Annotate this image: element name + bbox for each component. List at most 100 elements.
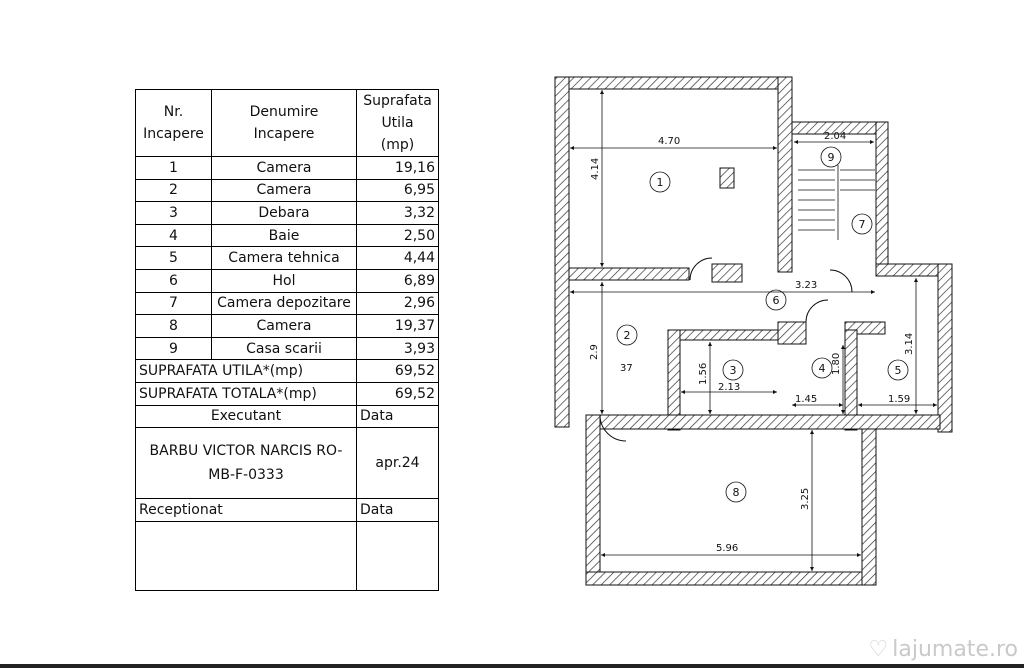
room-number: 8 [733, 486, 740, 499]
row-nr: 3 [135, 201, 212, 225]
executant-row: Executant Data [135, 404, 439, 429]
room-number: 7 [859, 218, 866, 231]
doors [599, 257, 853, 442]
stairs [798, 165, 875, 240]
row-area: 4,44 [356, 246, 439, 270]
door-swing [689, 257, 713, 281]
walls [554, 76, 953, 586]
room-number: 9 [828, 151, 835, 164]
row-area: 2,96 [356, 291, 439, 316]
wall [711, 263, 743, 283]
watermark: ♡ lajumate.ro [869, 637, 1018, 662]
data-label: Data [356, 404, 439, 429]
room-marker [649, 171, 671, 193]
room-number: 3 [730, 364, 737, 377]
row-name: Hol [211, 268, 357, 293]
dim-label: 1.56 [698, 363, 709, 385]
room-number: 2 [624, 329, 631, 342]
heart-logo-icon: ♡ [868, 637, 889, 662]
wall [568, 267, 690, 281]
suprafata-utila-value: 69,52 [356, 359, 439, 383]
row-nr: 9 [135, 336, 212, 361]
wall [679, 329, 781, 341]
wall [585, 571, 877, 586]
dim-label: 5.96 [716, 543, 738, 554]
room-marker [722, 359, 744, 381]
dim-label: 4.14 [590, 158, 601, 180]
wall [777, 76, 793, 273]
room-marker [765, 289, 787, 311]
wall [554, 76, 793, 90]
row-nr: 1 [135, 156, 212, 180]
wall [585, 414, 941, 430]
dim-label: 1.80 [831, 353, 842, 375]
wall [667, 329, 681, 431]
room-marker [725, 481, 747, 503]
row-nr: 5 [135, 246, 212, 270]
row-name: Baie [211, 223, 357, 248]
suprafata-totala-row: SUPRAFATA TOTALA*(mp) 69,52 [135, 381, 439, 406]
row-name: Camera depozitare [211, 291, 357, 316]
dim-label: 4.70 [658, 136, 680, 147]
chimney [719, 167, 735, 189]
dim-label: 3.25 [800, 488, 811, 510]
door-swing [805, 299, 829, 323]
watermark-text: lajumate.ro [892, 637, 1018, 662]
row-nr: 4 [135, 223, 212, 248]
door-swing [599, 414, 627, 442]
dim-label: 1.45 [795, 394, 817, 405]
receptionat-label: Receptionat [135, 498, 357, 522]
dim-label: 37 [620, 363, 633, 374]
dim-label: 2.13 [718, 382, 740, 393]
row-name: Camera [211, 156, 357, 180]
receptionat-date-empty [356, 520, 439, 591]
room-marker [820, 146, 842, 168]
executant-label: Executant [135, 404, 357, 429]
room-marker [811, 357, 833, 379]
wall [861, 428, 877, 586]
dimension-lines [570, 90, 937, 571]
row-nr: 6 [135, 268, 212, 293]
header-nr: Nr.Incapere [135, 89, 212, 157]
row-area: 19,16 [356, 156, 439, 180]
row-nr: 2 [135, 178, 212, 203]
room-marker [616, 324, 638, 346]
receptionat-data-label: Data [356, 498, 439, 522]
dimension-labels: 4.70 4.14 2.04 3.23 2.9 37 1.56 2.13 1.8… [589, 131, 915, 554]
row-area: 19,37 [356, 314, 439, 338]
row-area: 3,93 [356, 336, 439, 361]
suprafata-totala-value: 69,52 [356, 381, 439, 406]
wall [875, 121, 889, 273]
wall [585, 414, 601, 586]
room-numbers: 1 2 3 4 5 6 7 8 9 [624, 151, 902, 499]
room-number: 5 [895, 364, 902, 377]
dim-label: 3.23 [795, 280, 817, 291]
row-name: Casa scarii [211, 336, 357, 361]
wall [554, 76, 570, 428]
wall [844, 329, 858, 431]
floor-plan: 4.70 4.14 2.04 3.23 2.9 37 1.56 2.13 1.8… [554, 76, 953, 586]
suprafata-utila-label: SUPRAFATA UTILA*(mp) [135, 359, 357, 383]
dim-label: 3.14 [904, 333, 915, 355]
room-marker [887, 359, 909, 381]
suprafata-utila-row: SUPRAFATA UTILA*(mp) 69,52 [135, 359, 439, 383]
room-marker [851, 213, 873, 235]
executant-date: apr.24 [356, 427, 439, 500]
suprafata-totala-label: SUPRAFATA TOTALA*(mp) [135, 381, 357, 406]
receptionat-empty [135, 520, 357, 591]
row-nr: 7 [135, 291, 212, 316]
row-name: Camera [211, 178, 357, 203]
bottom-bar [0, 664, 1024, 668]
